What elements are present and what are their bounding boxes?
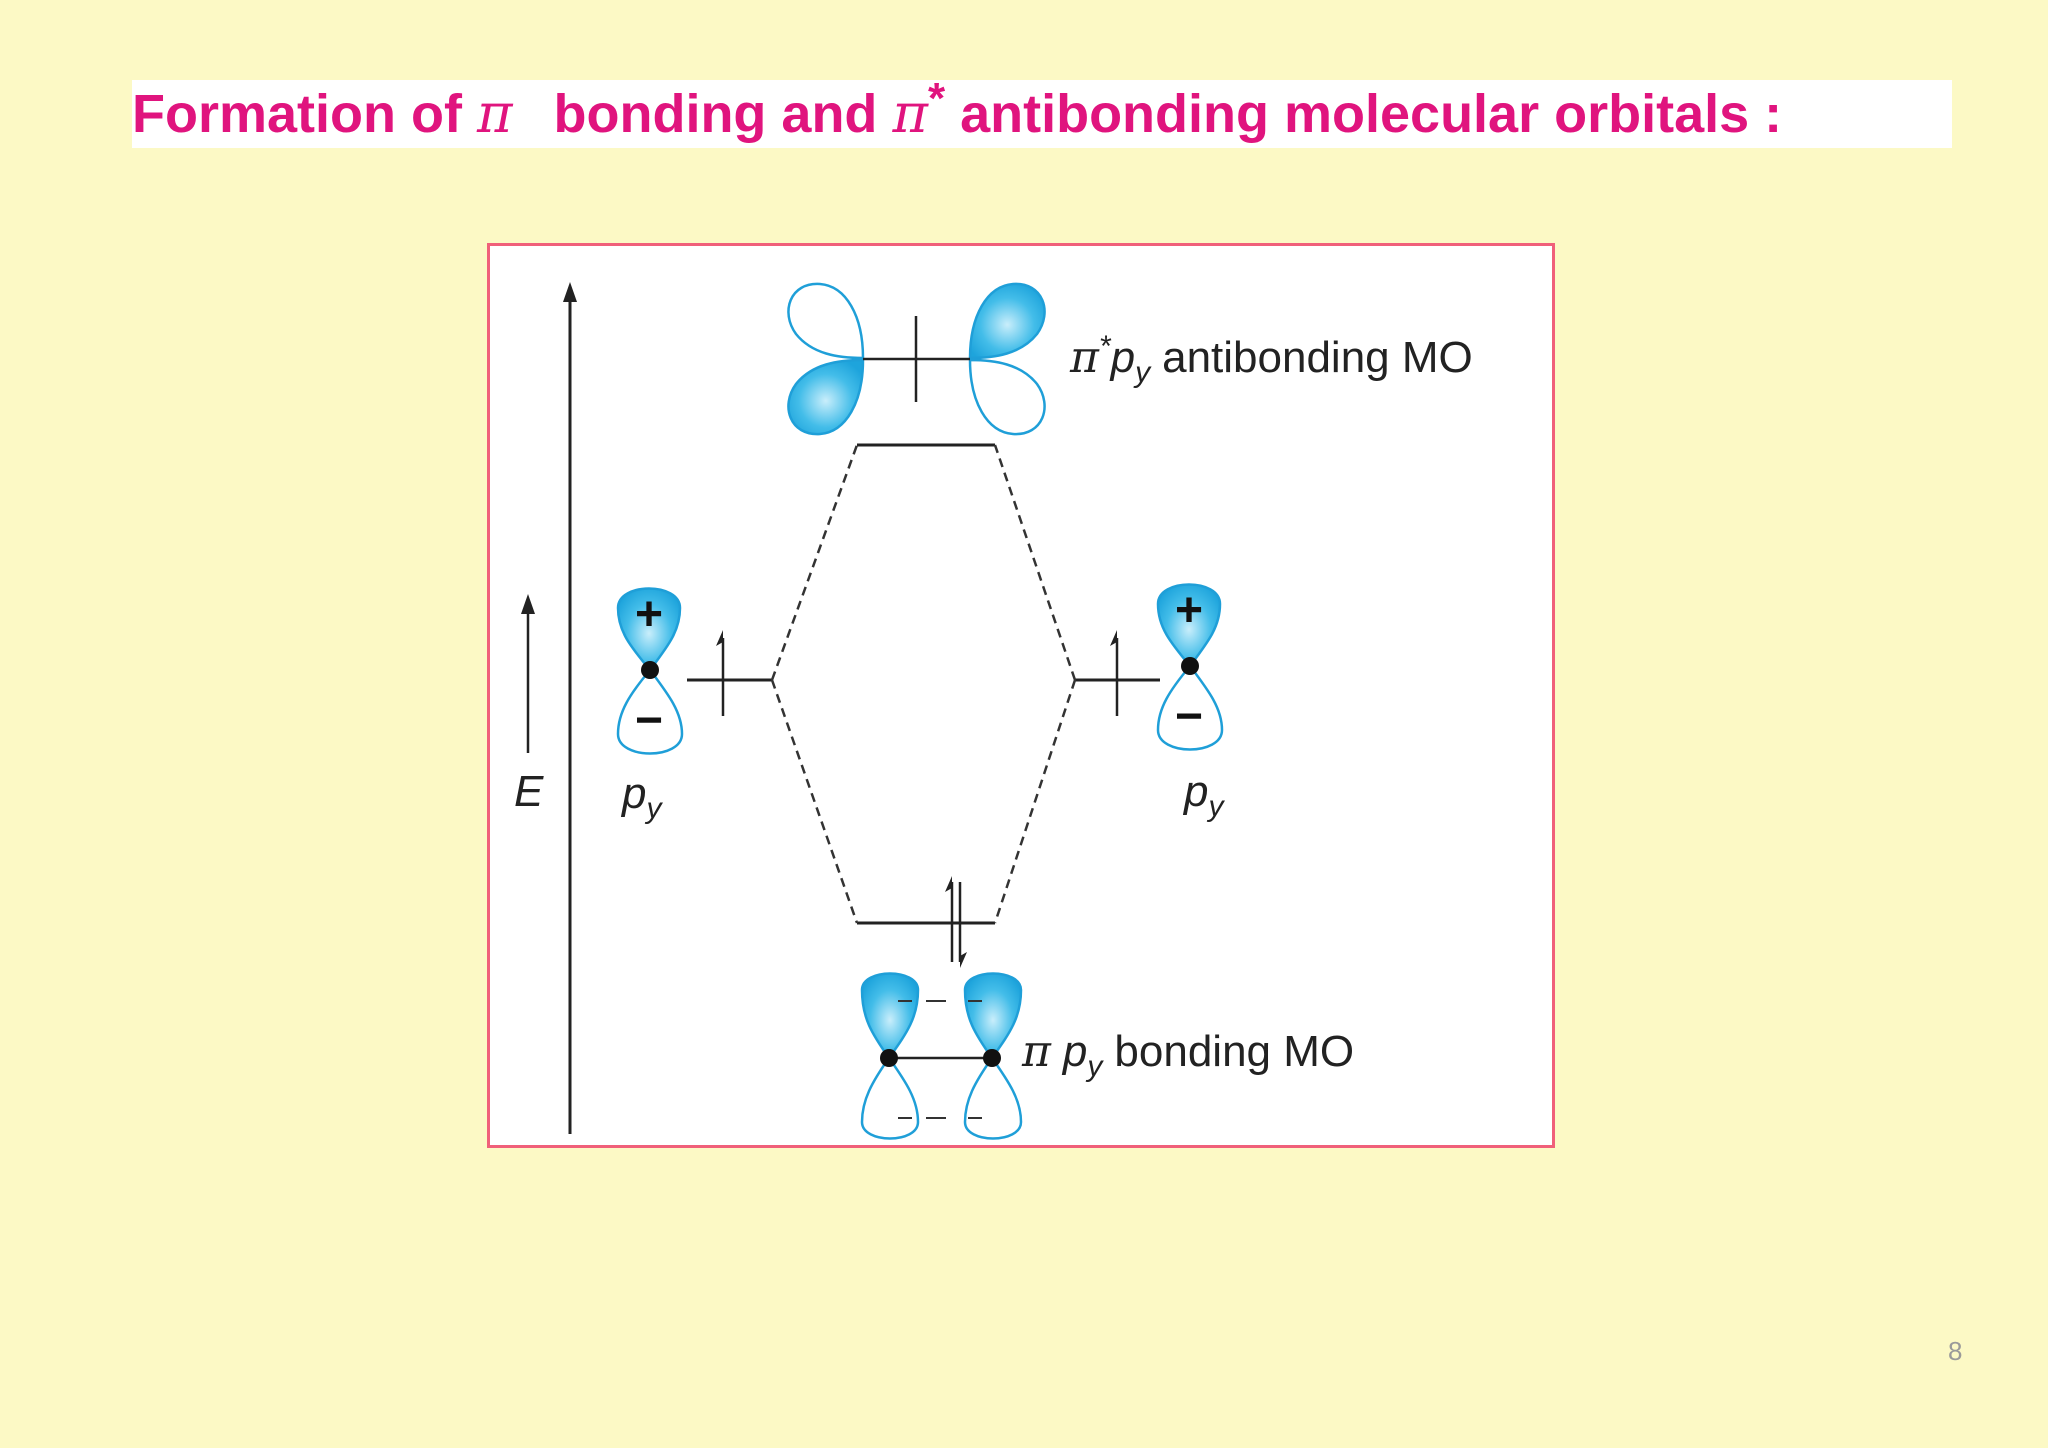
title-part2: bonding and bbox=[553, 84, 878, 144]
left-plus-sign: + bbox=[635, 588, 663, 641]
page-number: 8 bbox=[1948, 1336, 1963, 1366]
left-p-orbital: + − bbox=[616, 587, 684, 755]
left-nucleus bbox=[641, 661, 659, 679]
right-electron-arrow bbox=[1110, 630, 1119, 716]
antibonding-lobe-left-down bbox=[787, 358, 865, 436]
right-minus-sign: − bbox=[1175, 690, 1203, 743]
antibonding-lobe-left-up bbox=[787, 282, 865, 360]
bonding-left-nucleus bbox=[880, 1049, 898, 1067]
bonding-right-nucleus bbox=[983, 1049, 1001, 1067]
title-pi-star: π bbox=[892, 82, 928, 145]
right-plus-sign: + bbox=[1175, 584, 1203, 637]
bonding-overlap-dashes bbox=[898, 1000, 982, 1119]
energy-small-arrowhead bbox=[521, 594, 535, 614]
title-part3: antibonding molecular orbitals : bbox=[960, 84, 1783, 144]
correlation-lines bbox=[770, 444, 1077, 924]
energy-axis-label: E bbox=[514, 767, 544, 816]
right-p-lobe-minus bbox=[1156, 663, 1224, 751]
right-nucleus bbox=[1181, 657, 1199, 675]
bonding-lobe-right-down bbox=[963, 1055, 1023, 1140]
correlation-left-to-antibonding bbox=[770, 444, 859, 681]
bonding-lobe-left-up bbox=[860, 972, 920, 1061]
title-part1: Formation of bbox=[132, 84, 462, 144]
correlation-left-to-bonding bbox=[770, 679, 859, 924]
left-electron-arrow bbox=[716, 630, 725, 716]
left-p-lobe-minus bbox=[616, 667, 684, 755]
slide-title: Formation of π bonding and π* antibondin… bbox=[132, 80, 1952, 148]
correlation-right-to-antibonding bbox=[993, 444, 1077, 681]
left-minus-sign: − bbox=[635, 694, 663, 747]
bonding-lobe-right-up bbox=[963, 972, 1023, 1061]
title-pi: π bbox=[476, 82, 513, 145]
bonding-lobe-left-down bbox=[860, 1055, 920, 1140]
left-p-lobe-plus bbox=[616, 587, 682, 673]
antibonding-lobe-right-down bbox=[968, 358, 1046, 436]
energy-axis-arrowhead bbox=[563, 282, 577, 302]
right-ao-label: py bbox=[1182, 767, 1225, 823]
title-star: * bbox=[927, 80, 946, 123]
bonding-orbital-shape bbox=[860, 972, 1023, 1140]
antibonding-lobe-right-up bbox=[968, 282, 1046, 360]
correlation-right-to-bonding bbox=[993, 679, 1077, 924]
right-p-orbital: + − bbox=[1156, 583, 1224, 751]
bonding-electron-pair bbox=[945, 876, 967, 968]
antibonding-orbital-shape bbox=[787, 282, 1046, 436]
left-ao-label: py bbox=[620, 769, 663, 825]
right-p-lobe-plus bbox=[1156, 583, 1222, 669]
